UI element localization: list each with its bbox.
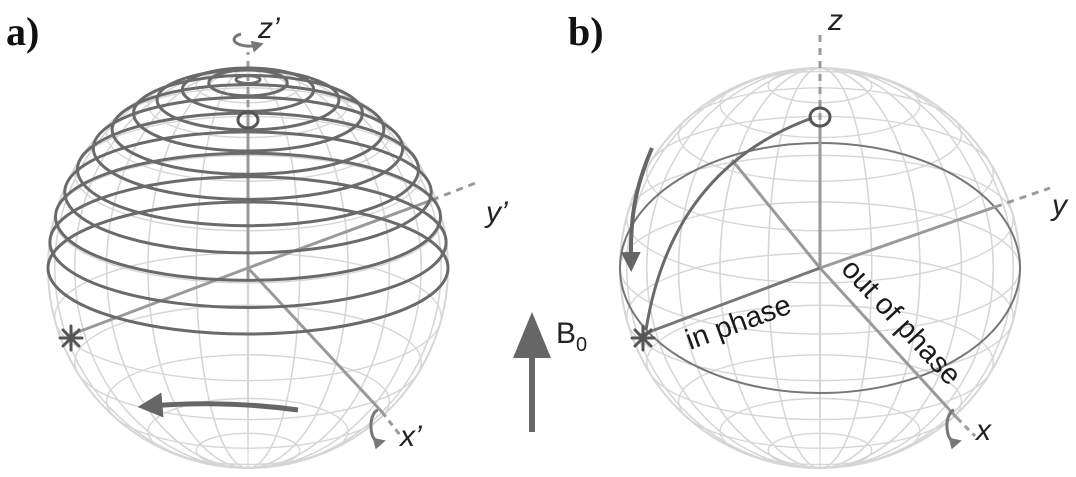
panel-b-label: b) — [568, 9, 604, 54]
rotation-arrow-icon — [369, 408, 386, 450]
spiral-turn — [53, 151, 443, 282]
axis-label-x: x — [974, 414, 992, 447]
axis-y-prime — [247, 198, 433, 270]
axis-label-z: z — [827, 4, 843, 37]
axis-x — [818, 266, 959, 420]
axis-label-y: y — [1050, 189, 1069, 222]
spiral-turn — [46, 200, 450, 336]
spiral-turn — [63, 130, 433, 255]
axis-y — [819, 205, 996, 270]
spiral-turn — [155, 68, 341, 132]
axis-x-prime-dashed — [380, 411, 402, 436]
axis-y-prime-dashed — [431, 180, 479, 202]
tilt-arrow-icon — [620, 147, 654, 272]
axis-x-prime — [246, 266, 384, 414]
axis-y-dashed — [994, 186, 1051, 209]
panel-a: a) z’ y’ — [6, 9, 509, 469]
spiral-turn — [48, 175, 448, 310]
spiral-turn — [110, 83, 386, 176]
rotation-arrow-icon — [945, 408, 962, 450]
field-b0: B0 — [513, 312, 587, 432]
b0-label: B0 — [556, 317, 587, 356]
arrow-up-icon — [513, 312, 551, 358]
spiral-turn — [91, 95, 405, 201]
panel-a-label: a) — [6, 9, 39, 54]
out-of-phase-label: out of phase — [835, 253, 967, 392]
axis-label-z-prime: z’ — [257, 12, 281, 45]
axis-in-phase — [640, 266, 821, 337]
precession-arrow-icon — [137, 392, 299, 418]
asterisk-marker-icon — [58, 324, 84, 352]
spiral-trajectory — [46, 66, 450, 336]
axis-x-dashed — [955, 416, 977, 438]
axis-y-neg — [730, 159, 822, 269]
circle-marker-icon — [808, 106, 832, 128]
asterisk-marker-icon — [630, 324, 656, 352]
nutation-arc — [644, 116, 813, 331]
circle-marker-icon — [236, 110, 260, 130]
panel-b: b) z y x in ph — [568, 4, 1069, 469]
axis-label-x-prime: x’ — [398, 420, 423, 453]
axis-label-y-prime: y’ — [484, 196, 509, 229]
axes-b — [640, 30, 1051, 438]
rotation-arrow-icon — [232, 32, 264, 53]
